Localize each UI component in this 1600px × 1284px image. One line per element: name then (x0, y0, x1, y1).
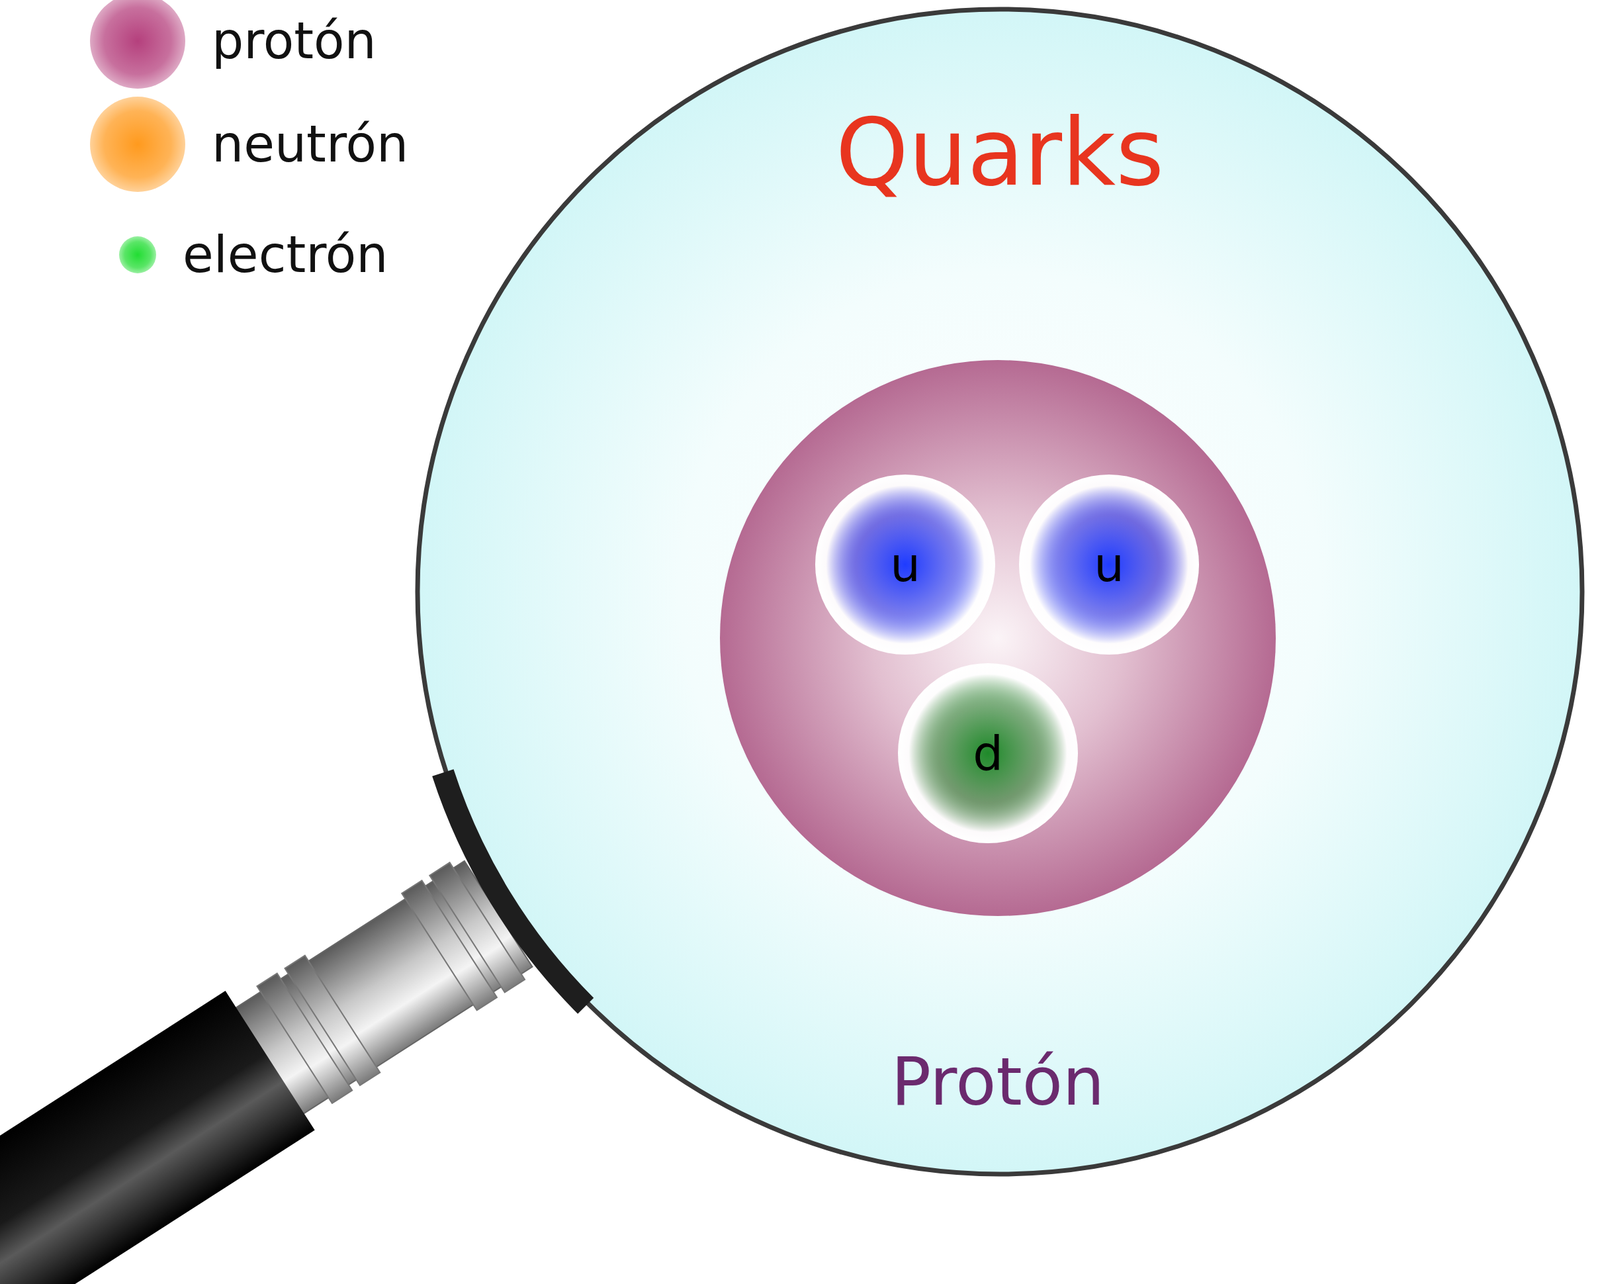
quark-label: u (1093, 540, 1125, 589)
quark-circle: u (815, 474, 996, 655)
proton-circle: Protón u u d (719, 359, 1276, 1128)
legend-item: neutrón (89, 96, 409, 192)
legend-swatch (89, 0, 186, 89)
legend-item: electrón (119, 229, 388, 280)
title: Quarks (835, 106, 1164, 200)
lens-collar (432, 768, 594, 1014)
legend-label: electrón (182, 229, 388, 280)
magnifier-handle (0, 844, 544, 1284)
particle-label: Protón (719, 1048, 1276, 1115)
legend-swatch (119, 236, 157, 274)
legend-label: neutrón (211, 119, 409, 170)
quark-circle: u (1019, 474, 1200, 655)
quark-label: u (889, 540, 921, 589)
legend-item: protón (89, 0, 377, 89)
lens (417, 9, 1583, 1174)
legend-swatch (89, 96, 186, 192)
quark-label: d (972, 729, 1004, 777)
legend-label: protón (211, 15, 377, 67)
quark-circle: d (897, 663, 1078, 844)
